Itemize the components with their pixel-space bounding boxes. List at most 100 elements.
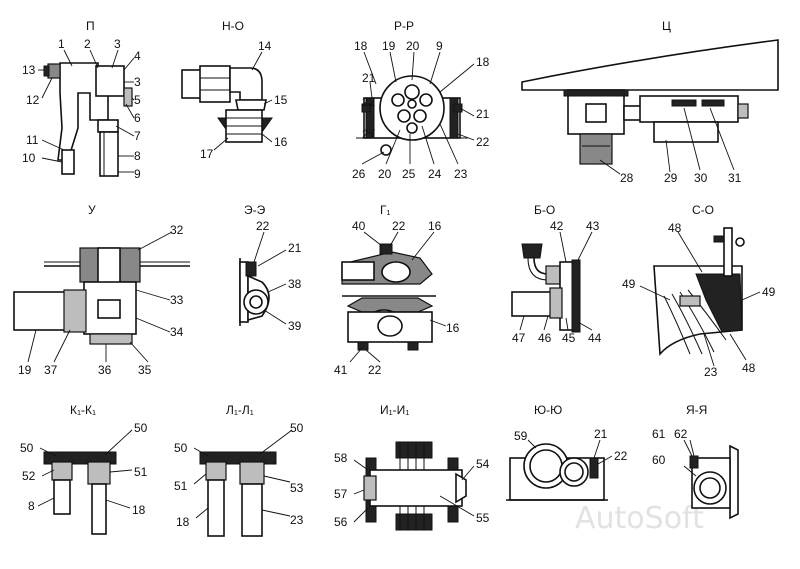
callout: 20: [378, 167, 392, 181]
leader-line: [559, 231, 567, 263]
housing-flange: [563, 89, 629, 97]
callout: 19: [18, 363, 32, 377]
leader-line: [577, 321, 593, 331]
view-e: Э-Э 22 21 38 39: [239, 203, 302, 333]
view-title: Б-О: [534, 203, 555, 217]
nut: [51, 461, 73, 481]
callout: 2: [84, 37, 91, 51]
callout: 16: [428, 219, 442, 233]
callout: 22: [392, 219, 406, 233]
nut: [205, 461, 227, 481]
leader-line: [353, 489, 365, 495]
tube-line: [663, 295, 691, 355]
leader-line: [109, 469, 133, 473]
view-title: Ю-Ю: [534, 403, 562, 417]
callout: 21: [288, 241, 302, 255]
leader-line: [37, 497, 55, 507]
port: [404, 84, 420, 100]
leader-line: [411, 231, 435, 261]
view-n: Н-О 14 15 16 17: [181, 19, 288, 161]
port: [419, 93, 433, 107]
end-nut: [363, 475, 377, 501]
leader-line: [263, 475, 291, 483]
pipe: [241, 483, 263, 537]
callout: 22: [476, 135, 490, 149]
leader-line: [253, 231, 265, 263]
callout: 26: [352, 167, 366, 181]
callout: 25: [402, 167, 416, 181]
leader-line: [361, 151, 385, 165]
leader-line: [353, 459, 369, 471]
cap-nut: [47, 63, 61, 79]
leader-line: [519, 315, 525, 331]
callout: 18: [132, 503, 146, 517]
pipe-bore: [699, 477, 721, 499]
view-b: Б-О 42 43 47 46 45 44: [511, 203, 602, 345]
leader-line: [261, 133, 273, 143]
callout: 9: [134, 167, 141, 181]
callout: 50: [174, 441, 188, 455]
view-title: Н-О: [222, 19, 244, 33]
callout: 48: [742, 361, 756, 375]
leader-line: [105, 429, 133, 455]
callout: 59: [514, 429, 528, 443]
view-title: У: [88, 203, 96, 217]
leader-line: [363, 51, 377, 85]
callout: 49: [762, 285, 776, 299]
leader-line: [385, 129, 401, 165]
callout: 50: [134, 421, 148, 435]
clamp-plate: [199, 451, 277, 465]
view-ya: Я-Я 61 62 60: [652, 403, 739, 520]
leader-line: [193, 473, 207, 485]
view-title: Л₁-Л₁: [226, 403, 254, 417]
pipe: [207, 479, 225, 537]
port: [406, 122, 418, 134]
bolt-head: [689, 455, 699, 469]
lower-bracket: [346, 297, 434, 313]
callout: 24: [428, 167, 442, 181]
callout: 11: [26, 133, 39, 147]
callout: 18: [476, 55, 490, 69]
leader-line: [363, 231, 383, 247]
view-title: Я-Я: [686, 403, 707, 417]
view-k1: К₁-К₁ 50 50 52 51 8 18: [20, 403, 148, 535]
callout: 28: [620, 171, 634, 185]
clamp-bolt: [589, 457, 599, 479]
inner-port: [97, 299, 121, 319]
callout: 40: [352, 219, 366, 233]
leader-line: [457, 133, 475, 141]
callout: 4: [134, 49, 141, 63]
callout: 27: [362, 127, 376, 141]
callout: 32: [170, 223, 184, 237]
clamp-plate: [43, 451, 117, 465]
leader-line: [389, 51, 397, 83]
callout: 18: [176, 515, 190, 529]
view-title: И₁-И₁: [380, 403, 409, 417]
leader-line: [439, 495, 475, 517]
callout: 1: [58, 37, 65, 51]
pipe: [91, 483, 107, 535]
callout: 42: [550, 219, 564, 233]
leader-line: [41, 469, 55, 477]
left-pipe-end: [61, 149, 75, 175]
callout: 51: [134, 465, 148, 479]
leader-line: [39, 447, 57, 457]
tube-line: [671, 293, 703, 355]
wall-plate: [729, 444, 739, 520]
callout: 14: [258, 39, 272, 53]
clamp-ring: [381, 261, 411, 283]
leader-line: [683, 439, 693, 457]
frame-member: [521, 39, 779, 91]
leader-line: [27, 329, 37, 363]
bolt: [380, 144, 392, 156]
tube-line: [687, 289, 727, 341]
leader-line: [677, 231, 703, 273]
callout: 33: [170, 293, 184, 307]
leader-line: [365, 129, 373, 135]
pipe-section: [377, 315, 403, 337]
callout: 17: [200, 147, 214, 161]
pipe-bore: [249, 295, 263, 309]
callout: 21: [476, 107, 490, 121]
lower-pipe: [99, 131, 119, 177]
